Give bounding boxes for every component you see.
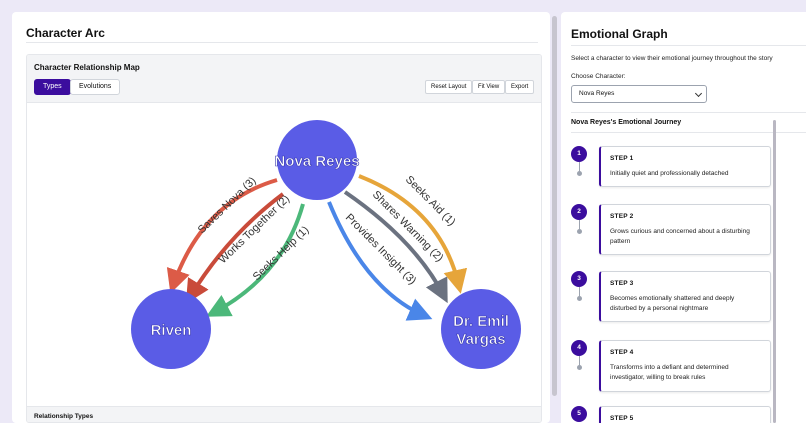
emotional-graph-title: Emotional Graph: [571, 27, 668, 41]
character-arc-panel: Character Arc Character Relationship Map…: [12, 12, 550, 423]
reset-layout-button[interactable]: Reset Layout: [425, 80, 473, 94]
edge-works-together[interactable]: [185, 192, 285, 304]
step-card: STEP 5: [599, 406, 771, 423]
step-card: STEP 2 Grows curious and concerned about…: [599, 204, 771, 255]
step-card: STEP 3 Becomes emotionally shattered and…: [599, 271, 771, 322]
step-text: Grows curious and concerned about a dist…: [610, 228, 750, 245]
step-text: Transforms into a defiant and determined…: [610, 364, 729, 381]
step-card: STEP 4 Transforms into a defiant and det…: [599, 340, 771, 392]
relationship-graph[interactable]: Saves Nova (3) Works Together (2) Seeks …: [27, 104, 542, 406]
character-select[interactable]: Nova Reyes: [571, 85, 707, 103]
divider: [571, 45, 806, 46]
journey-title: Nova Reyes's Emotional Journey: [571, 119, 682, 126]
relationship-types-section: Relationship Types: [27, 406, 541, 422]
relationship-map-card: Character Relationship Map Types Evoluti…: [26, 54, 542, 423]
step-number: 1: [571, 146, 587, 162]
step-text: Initially quiet and professionally detac…: [610, 170, 729, 177]
step-connector: [576, 287, 582, 301]
edge-shares-warning[interactable]: [343, 190, 448, 304]
step-text: Becomes emotionally shattered and deeply…: [610, 295, 735, 312]
emotional-graph-description: Select a character to view their emotion…: [571, 55, 773, 62]
node-dr-emil-vargas[interactable]: Dr. Emil Vargas: [441, 289, 521, 369]
relationship-types-title: Relationship Types: [34, 413, 94, 420]
choose-character-label: Choose Character:: [571, 73, 626, 80]
journey-scrollbar[interactable]: [773, 120, 776, 423]
selected-character: Nova Reyes: [579, 90, 615, 97]
edge-provides-insight[interactable]: [327, 201, 433, 321]
map-title: Character Relationship Map: [34, 63, 140, 72]
node-label-riven: Riven: [151, 322, 192, 339]
map-header: Character Relationship Map Types Evoluti…: [27, 55, 541, 103]
emotional-graph-panel: Emotional Graph Select a character to vi…: [561, 12, 806, 423]
tab-evolutions[interactable]: Evolutions: [70, 79, 121, 95]
step-number: 5: [571, 406, 587, 422]
step-name: STEP 5: [610, 415, 634, 422]
divider: [571, 112, 806, 113]
divider: [571, 132, 806, 133]
node-label-emil-line1: Dr. Emil: [453, 313, 509, 330]
step-connector: [576, 220, 582, 234]
panel-scrollbar[interactable]: [552, 16, 557, 396]
node-label-emil-line2: Vargas: [456, 331, 505, 348]
chevron-down-icon: [694, 89, 703, 98]
step-card: STEP 1 Initially quiet and professionall…: [599, 146, 771, 187]
fit-view-button[interactable]: Fit View: [472, 80, 506, 94]
step-number: 3: [571, 271, 587, 287]
edge-saves-nova[interactable]: [166, 178, 278, 294]
edge-seeks-help[interactable]: [205, 203, 305, 317]
node-label-nova: Nova Reyes: [274, 153, 359, 170]
node-nova-reyes[interactable]: Nova Reyes: [274, 120, 360, 200]
step-number: 2: [571, 204, 587, 220]
step-name: STEP 3: [610, 280, 634, 287]
export-button[interactable]: Export: [505, 80, 535, 94]
step-number: 4: [571, 340, 587, 356]
node-riven[interactable]: Riven: [131, 289, 211, 369]
step-name: STEP 4: [610, 349, 634, 356]
divider: [26, 42, 538, 43]
panel-title: Character Arc: [26, 26, 105, 40]
edge-seeks-aid[interactable]: [358, 174, 468, 294]
step-connector: [576, 356, 582, 370]
edge-label-seeks-help: Seeks Help (1): [251, 224, 312, 283]
step-name: STEP 2: [610, 213, 634, 220]
step-name: STEP 1: [610, 155, 634, 162]
step-connector: [576, 162, 582, 176]
tab-types[interactable]: Types: [34, 79, 71, 95]
